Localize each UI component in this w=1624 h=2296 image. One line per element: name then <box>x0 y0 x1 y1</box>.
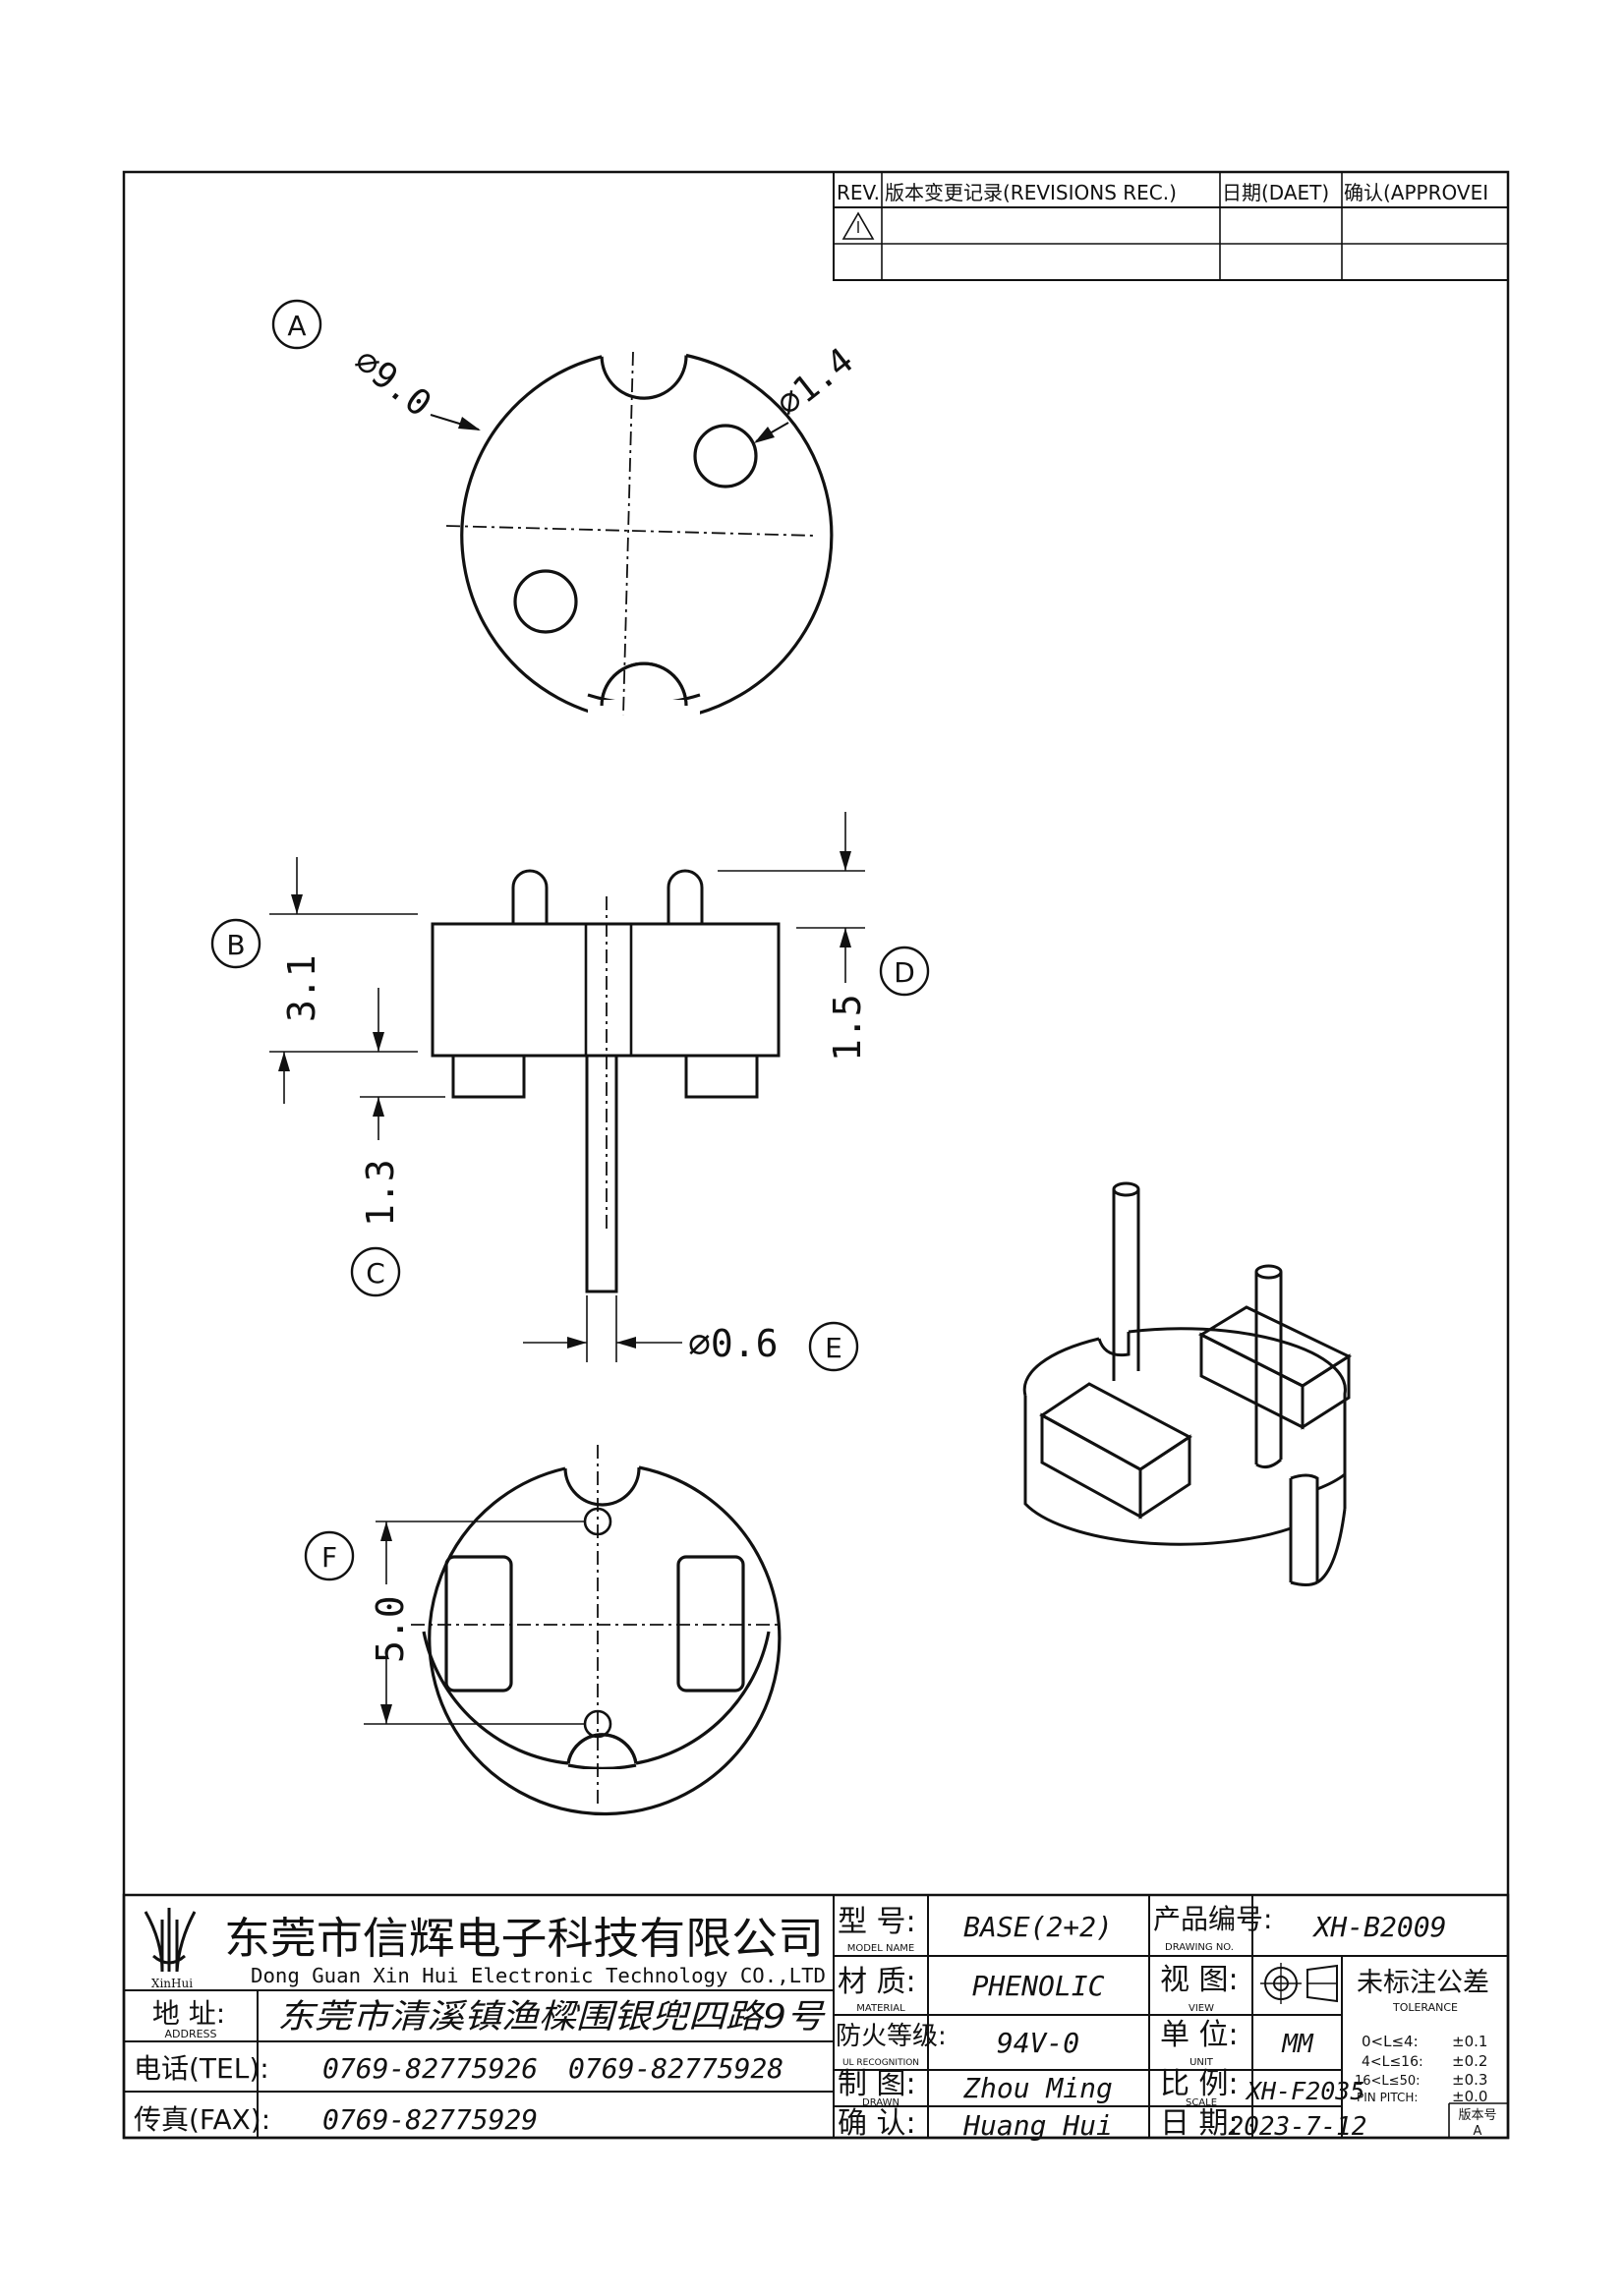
tol-2-range: 4<L≤16: <box>1362 2054 1423 2070</box>
tel-value-1: 0769-82775926 <box>322 2052 538 2085</box>
model-value: BASE(2+2) <box>963 1911 1113 1943</box>
svg-text:C: C <box>366 1257 385 1290</box>
unit-label: 单 位: <box>1160 2018 1239 2052</box>
third-angle-projection-icon <box>1260 1963 1338 2004</box>
title-block: XinHui 东莞市信辉电子科技有限公司 Dong Guan Xin Hui E… <box>122 1893 1510 2142</box>
company-name-en: Dong Guan Xin Hui Electronic Technology … <box>251 1964 826 1987</box>
tol-3-range: 16<L≤50: <box>1355 2074 1421 2089</box>
company-logo: XinHui <box>144 1908 197 1990</box>
unit-label-en: UNIT <box>1189 2057 1214 2068</box>
isometric-view <box>1022 1181 1353 1586</box>
tel-label: 电话(TEL): <box>134 2052 269 2085</box>
scale-label-en: SCALE <box>1186 2097 1217 2108</box>
tolerance-label: 未标注公差 <box>1357 1968 1489 1998</box>
revision-triangle-icon <box>841 211 875 240</box>
view-a-top: A ⌀9.0 ⌀1.4 <box>271 299 861 739</box>
company-name-cn: 东莞市信辉电子科技有限公司 <box>224 1914 824 1964</box>
drawing-no-label: 产品编号: <box>1153 1903 1272 1935</box>
svg-text:B: B <box>226 929 245 961</box>
view-f-bottom: 5.0 F <box>304 1445 783 1816</box>
view-f-label: F <box>304 1530 355 1581</box>
check-label: 确 认: <box>838 2106 916 2141</box>
view-d-label: D <box>879 946 930 997</box>
fire-label-en: UL RECOGNITION <box>842 2058 919 2068</box>
view-a-outline <box>609 357 680 375</box>
drawn-label-en: DRAWN <box>862 2097 899 2108</box>
unit-value: MM <box>1281 2030 1314 2059</box>
dim-f-value: 5.0 <box>369 1595 412 1663</box>
fire-label: 防火等级: <box>836 2022 947 2051</box>
view-a-hole-lower <box>513 569 578 634</box>
scale-value: XH-F2035 <box>1245 2077 1364 2105</box>
sheet-label: 版本号 <box>1458 2108 1496 2123</box>
svg-text:XinHui: XinHui <box>151 1977 193 1990</box>
rev-date-header: 日期(DAET) <box>1222 181 1329 204</box>
dim-e-value: ⌀0.6 <box>688 1322 779 1365</box>
drawn-value: Zhou Ming <box>962 2072 1113 2104</box>
rev-col-header: REV. <box>837 181 880 204</box>
drawn-label: 制 图: <box>838 2067 916 2101</box>
address-value: 东莞市清溪镇渔樑围银兜四路9号 <box>277 1997 826 2037</box>
view-a-label: A <box>271 299 322 350</box>
model-label-en: MODEL NAME <box>847 1943 915 1954</box>
rev-desc-header: 版本变更记录(REVISIONS REC.) <box>885 181 1177 204</box>
view-f-pad-right <box>676 1555 745 1693</box>
address-label-en: ADDRESS <box>164 2028 216 2040</box>
dim-b-value: 3.1 <box>280 954 323 1022</box>
view-b-label: B <box>210 918 261 969</box>
model-label: 型 号: <box>838 1905 916 1939</box>
tol-1-range: 0<L≤4: <box>1362 2033 1419 2050</box>
svg-text:A: A <box>287 310 306 342</box>
tol-2-value: ±0.2 <box>1452 2052 1487 2070</box>
svg-text:E: E <box>825 1332 842 1364</box>
dim-c-value: 1.3 <box>359 1159 402 1227</box>
scale-label: 比 例: <box>1160 2067 1239 2101</box>
side-body <box>431 922 781 1058</box>
sheet-value: A <box>1474 2124 1482 2139</box>
material-value: PHENOLIC <box>972 1970 1105 2002</box>
side-lead <box>585 1054 618 1293</box>
svg-text:D: D <box>894 956 915 989</box>
drawing-border <box>122 170 1510 2140</box>
tolerance-label-en: TOLERANCE <box>1392 2001 1458 2014</box>
view-label: 视 图: <box>1160 1963 1239 1997</box>
view-f-pad-left <box>444 1555 513 1693</box>
view-c-label: C <box>350 1246 401 1297</box>
drawing-no-value: XH-B2009 <box>1312 1911 1447 1943</box>
fire-value: 94V-0 <box>997 2027 1079 2059</box>
tol-1-value: ±0.1 <box>1452 2033 1487 2050</box>
date-label: 日 期: <box>1160 2106 1239 2141</box>
fax-value: 0769-82775929 <box>322 2103 538 2136</box>
side-pin-right <box>667 869 704 924</box>
fax-label: 传真(FAX): <box>134 2103 270 2136</box>
dim-d-value: 1.5 <box>826 994 869 1062</box>
date-value: 2023-7-12 <box>1229 2112 1367 2142</box>
tol-4-range: PIN PITCH: <box>1357 2091 1418 2104</box>
svg-text:F: F <box>321 1541 337 1574</box>
view-a-hole-dim: ⌀1.4 <box>769 340 861 425</box>
view-e-label: E <box>808 1321 859 1372</box>
material-label: 材 质: <box>838 1965 916 1999</box>
revision-table: REV. 版本变更记录(REVISIONS REC.) 日期(DAET) 确认(… <box>833 171 1509 281</box>
address-label: 地 址: <box>152 1997 225 2030</box>
material-label-en: MATERIAL <box>856 2003 905 2014</box>
tel-value-2: 0769-82775928 <box>568 2052 783 2085</box>
view-a-outer-dim: ⌀9.0 <box>346 341 438 426</box>
tol-3-value: ±0.3 <box>1452 2071 1487 2089</box>
view-side: 3.1 B 1.3 C 1.5 D <box>210 812 930 1372</box>
side-pin-left <box>511 869 549 924</box>
view-a-hole-upper <box>693 424 758 488</box>
side-pad-right <box>684 1054 759 1099</box>
view-label-en: VIEW <box>1189 2003 1214 2014</box>
tol-4-value: ±0.0 <box>1452 2088 1487 2105</box>
drawing-no-label-en: DRAWING NO. <box>1165 1942 1234 1953</box>
rev-approve-header: 确认(APPROVEI <box>1344 181 1488 204</box>
check-value: Huang Hui <box>962 2109 1113 2142</box>
side-pad-left <box>451 1054 526 1099</box>
